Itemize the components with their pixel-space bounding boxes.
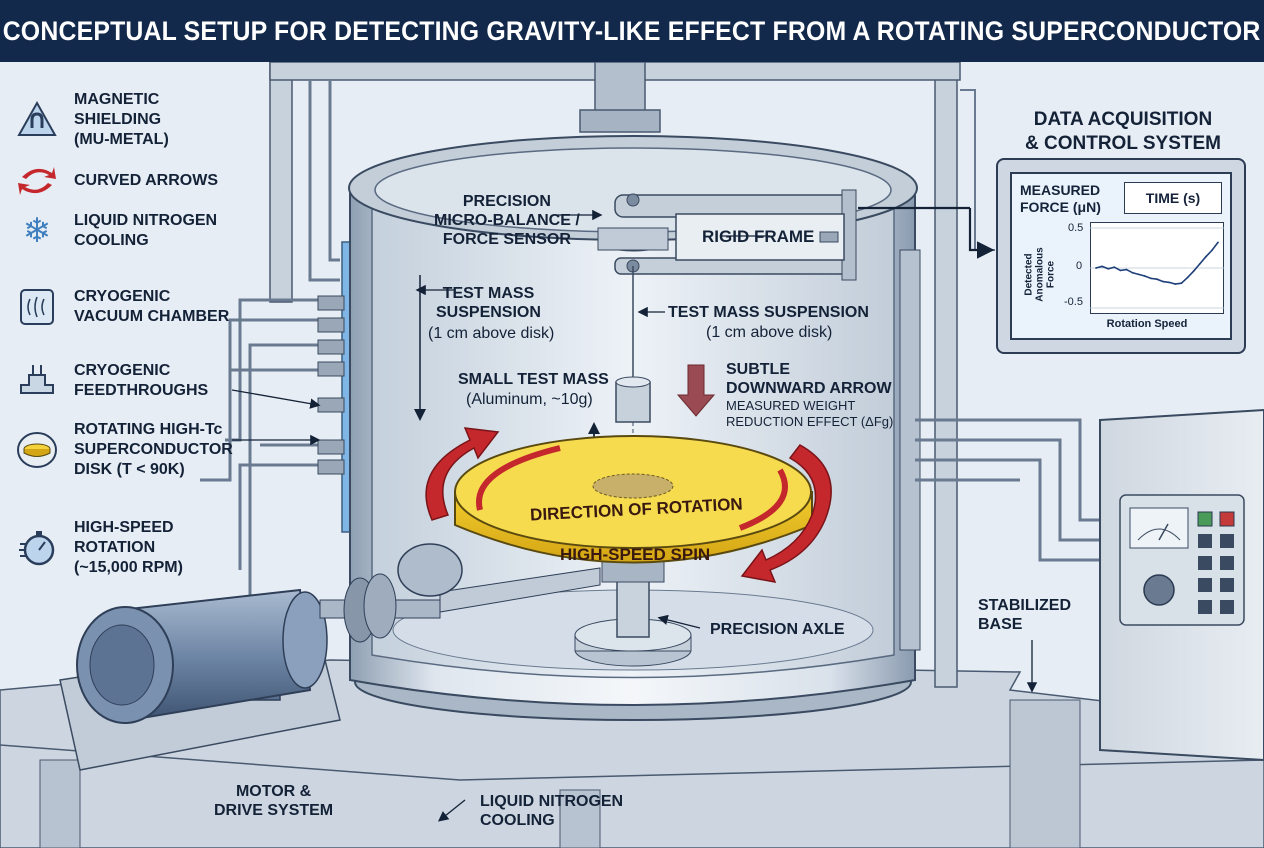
subtle-downward-arrow <box>676 364 716 417</box>
force-chart <box>1090 222 1224 314</box>
y-tick-label: 0 <box>1076 260 1083 272</box>
legend-high-speed-rotation: HIGH-SPEED ROTATION (~15,000 RPM) <box>16 518 244 578</box>
chart-y-axis-label: Detected Anomalous Force <box>1023 247 1057 302</box>
support-frame <box>269 62 961 688</box>
legend-label: CRYOGENIC VACUUM CHAMBER <box>74 288 230 325</box>
chart-x-axis-label: Rotation Speed <box>1106 318 1188 330</box>
legend-label: ROTATING HIGH-Tc SUPERCONDUCTOR DISK (T … <box>74 421 233 478</box>
chart-point <box>1186 276 1189 279</box>
chart-point <box>1211 249 1213 252</box>
legend-magnetic-shielding: MAGNETIC SHIELDING (MU-METAL) <box>16 90 244 150</box>
force-sensor-assembly <box>597 189 857 382</box>
chart-point <box>1107 267 1110 270</box>
daq-screen: MEASURED FORCE (μN) TIME (s) Detected An… <box>1010 172 1232 340</box>
liquid-nitrogen-bottom-label: LIQUID NITROGEN COOLING <box>480 793 624 829</box>
rigid-frame-label: RIGID FRAME <box>702 227 815 246</box>
subtle-arrow-sub: MEASURED WEIGHT REDUCTION EFFECT (ΔFg) <box>726 398 894 429</box>
superconductor-disk <box>454 435 813 564</box>
small-test-mass-sub: (Aluminum, ~10g) <box>466 391 593 408</box>
vacuum-chamber-icon <box>16 286 58 328</box>
test-mass-suspension-left-label: TEST MASS SUSPENSION <box>436 285 541 321</box>
chart-point <box>1113 266 1116 269</box>
title-bar: CONCEPTUAL SETUP FOR DETECTING GRAVITY-L… <box>0 0 1264 62</box>
legend-curved-arrows: CURVED ARROWS <box>16 160 244 202</box>
leader-lines <box>231 206 1038 822</box>
precision-sensor-label: PRECISION MICRO-BALANCE / FORCE SENSOR <box>434 193 580 248</box>
curved-arrows-icon <box>16 160 58 202</box>
feedthrough-icon <box>16 360 58 402</box>
legend-liquid-nitrogen: ❄ LIQUID NITROGEN COOLING <box>16 210 244 252</box>
legend-feedthroughs: CRYOGENIC FEEDTHROUGHS <box>16 360 244 402</box>
legend-vacuum-chamber: CRYOGENIC VACUUM CHAMBER <box>16 286 244 328</box>
legend-label: CURVED ARROWS <box>74 172 219 189</box>
y-tick-label: -0.5 <box>1064 296 1083 308</box>
motor <box>59 543 601 771</box>
test-mass-suspension-right-label: TEST MASS SUSPENSION <box>668 304 869 321</box>
control-cabinet <box>1099 408 1264 762</box>
legend-superconductor-disk: ROTATING HIGH-Tc SUPERCONDUCTOR DISK (T … <box>16 420 244 480</box>
stabilized-base-label: STABILIZED BASE <box>978 597 1072 633</box>
chart-point <box>1180 282 1183 285</box>
precision-axle-label: PRECISION AXLE <box>710 621 845 638</box>
rotation-arrows <box>425 427 832 583</box>
chart-point <box>1143 275 1146 277</box>
test-mass <box>588 376 651 481</box>
chart-point <box>1125 268 1128 271</box>
chart-point <box>1198 263 1201 265</box>
chart-point <box>1101 265 1103 268</box>
chart-point <box>1131 271 1134 274</box>
y-tick-label: 0.5 <box>1068 222 1084 234</box>
chart-point <box>1217 241 1219 244</box>
chart-point <box>1137 273 1140 276</box>
test-mass-suspension-right-sub: (1 cm above disk) <box>706 324 833 341</box>
chart-point <box>1095 267 1097 269</box>
legend-label: MAGNETIC SHIELDING (MU-METAL) <box>74 91 169 148</box>
chart-point <box>1168 281 1171 284</box>
precision-axle <box>574 559 692 667</box>
subtle-arrow-label: SUBTLE DOWNWARD ARROW <box>726 361 892 397</box>
chart-point <box>1204 255 1207 258</box>
stopwatch-icon <box>16 527 58 569</box>
high-speed-spin-label: HIGH-SPEED SPIN <box>560 545 711 564</box>
page-title: CONCEPTUAL SETUP FOR DETECTING GRAVITY-L… <box>3 15 1261 46</box>
snowflake-icon: ❄ <box>22 212 52 250</box>
chart-point <box>1119 269 1122 272</box>
legend-label: CRYOGENIC FEEDTHROUGHS <box>74 362 209 399</box>
time-readout: TIME (s) <box>1124 182 1222 214</box>
legend-label: HIGH-SPEED ROTATION (~15,000 RPM) <box>74 519 183 576</box>
daq-monitor: MEASURED FORCE (μN) TIME (s) Detected An… <box>996 158 1246 354</box>
chart-point <box>1150 277 1152 280</box>
chart-point <box>1174 283 1177 285</box>
superconductor-disk-icon <box>16 429 58 471</box>
test-mass-suspension-left-sub: (1 cm above disk) <box>428 325 555 342</box>
legend-label: LIQUID NITROGEN COOLING <box>74 212 218 249</box>
motor-drive-label: MOTOR & DRIVE SYSTEM <box>214 783 334 819</box>
small-test-mass-label: SMALL TEST MASS <box>458 371 609 388</box>
measured-force-label: MEASURED FORCE (μN) <box>1020 182 1101 215</box>
feedthrough-connectors <box>317 295 345 475</box>
chart-point <box>1162 280 1164 283</box>
chart-point <box>1156 278 1158 281</box>
chart-point <box>1192 270 1195 273</box>
magnetic-shielding-icon <box>16 99 58 141</box>
daq-title: DATA ACQUISITION & CONTROL SYSTEM <box>1025 109 1221 154</box>
